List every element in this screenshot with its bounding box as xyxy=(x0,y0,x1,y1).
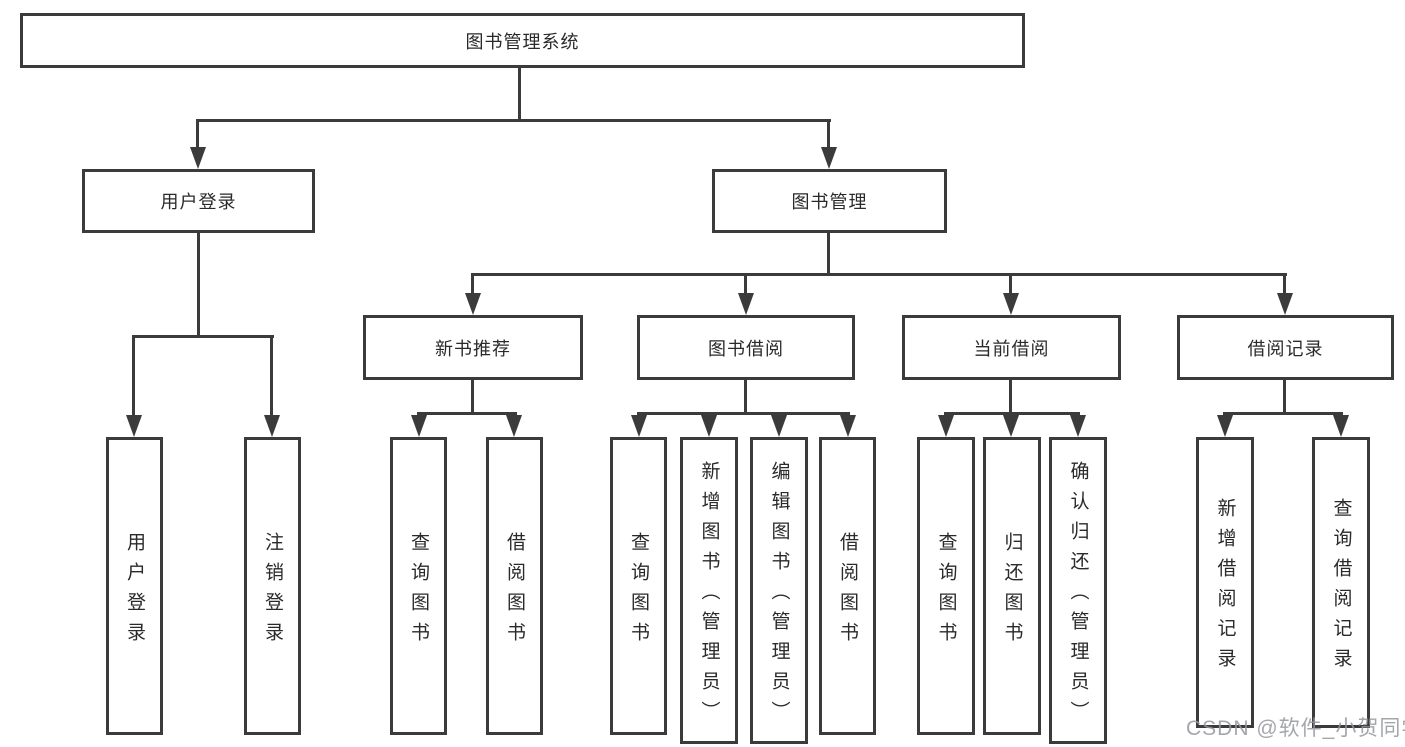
node-current-borrow: 当前借阅 xyxy=(902,315,1121,380)
arrowhead-current-borrow xyxy=(1003,293,1019,315)
arrowhead-leaf xyxy=(701,415,717,437)
connector-root-branch xyxy=(197,119,831,122)
leaf-borrow-books: 借阅图书 xyxy=(819,437,876,735)
node-label: 当前借阅 xyxy=(973,338,1050,359)
node-label: 图书借阅 xyxy=(708,338,784,359)
arrowhead-leaf-logout xyxy=(264,415,280,437)
arrowhead-user-login xyxy=(190,147,206,169)
csdn-watermark: CSDN @软件_小贺同学 xyxy=(1186,717,1405,740)
leaf-label: 新增图书（管理员） xyxy=(698,461,720,731)
connector-current-borrow-stem xyxy=(1009,380,1012,412)
arrowhead-book-management xyxy=(821,147,837,169)
leaf-label: 归还图书 xyxy=(1001,531,1023,652)
leaf-label: 查询图书 xyxy=(935,531,957,652)
connector-new-book-branch xyxy=(417,412,517,415)
node-label: 借阅记录 xyxy=(1247,338,1324,359)
connector-borrow-records-stem xyxy=(1283,380,1286,412)
arrowhead-leaf xyxy=(771,415,787,437)
leaf-label: 查询图书 xyxy=(628,531,649,652)
node-borrow-records: 借阅记录 xyxy=(1177,315,1394,380)
leaf-confirm-return-admin: 确认归还（管理员） xyxy=(1049,437,1107,744)
arrowhead-leaf xyxy=(411,415,427,437)
leaf-label: 借阅图书 xyxy=(837,531,858,652)
arrowhead-leaf xyxy=(1070,415,1086,437)
connector-user-login-stem xyxy=(197,233,200,335)
leaf-label: 查询借阅记录 xyxy=(1330,498,1352,678)
arrowhead-new-book xyxy=(465,293,481,315)
leaf-label: 确认归还（管理员） xyxy=(1067,461,1089,731)
leaf-user-login: 用户登录 xyxy=(106,437,163,735)
leaf-label: 新增借阅记录 xyxy=(1214,498,1236,678)
arrowhead-borrow-records xyxy=(1277,293,1293,315)
leaf-logout-login: 注销登录 xyxy=(244,437,301,735)
connector-to-book-borrow xyxy=(744,273,747,295)
arrowhead-book-borrow xyxy=(738,293,754,315)
arrowhead-leaf xyxy=(1003,415,1019,437)
node-book-management: 图书管理 xyxy=(712,169,947,233)
leaf-edit-books-admin: 编辑图书（管理员） xyxy=(750,437,808,744)
leaf-query-books-current: 查询图书 xyxy=(917,437,975,735)
leaf-return-books: 归还图书 xyxy=(983,437,1041,735)
connector-to-borrow-records xyxy=(1283,273,1286,295)
connector-book-management-stem xyxy=(827,233,830,273)
connector-current-borrow-branch xyxy=(944,412,1080,415)
connector-to-user-login xyxy=(196,119,199,148)
connector-root-stem xyxy=(518,68,521,119)
connector-to-current-borrow xyxy=(1009,273,1012,295)
leaf-label: 借阅图书 xyxy=(504,531,525,652)
leaf-add-borrow-record: 新增借阅记录 xyxy=(1196,437,1254,728)
node-new-book-recommend: 新书推荐 xyxy=(363,315,583,380)
connector-book-management-branch xyxy=(471,273,1287,276)
connector-to-new-book xyxy=(471,273,474,295)
arrowhead-leaf xyxy=(1217,415,1233,437)
arrowhead-leaf-user-login xyxy=(126,415,142,437)
arrowhead-leaf xyxy=(1333,415,1349,437)
connector-to-leaf-user-login xyxy=(132,335,135,415)
connector-to-leaf-logout xyxy=(270,335,273,415)
node-label: 图书管理系统 xyxy=(465,31,580,52)
node-user-login: 用户登录 xyxy=(82,169,315,233)
leaf-borrow-books-recommend: 借阅图书 xyxy=(486,437,543,735)
connector-to-book-management xyxy=(827,119,830,148)
node-book-borrow: 图书借阅 xyxy=(637,315,855,380)
node-label: 图书管理 xyxy=(791,192,868,212)
connector-new-book-stem xyxy=(471,380,474,412)
connector-borrow-records-branch xyxy=(1223,412,1343,415)
arrowhead-leaf xyxy=(506,415,522,437)
node-label: 用户登录 xyxy=(160,192,237,212)
connector-book-borrow-branch xyxy=(637,412,850,415)
arrowhead-leaf xyxy=(938,415,954,437)
leaf-label: 用户登录 xyxy=(124,531,145,652)
leaf-query-books-recommend: 查询图书 xyxy=(390,437,447,735)
arrowhead-leaf xyxy=(631,415,647,437)
leaf-query-borrow-record: 查询借阅记录 xyxy=(1312,437,1370,728)
leaf-label: 注销登录 xyxy=(262,531,283,652)
leaf-add-books-admin: 新增图书（管理员） xyxy=(680,437,738,744)
leaf-query-books-borrow: 查询图书 xyxy=(610,437,667,735)
connector-book-borrow-stem xyxy=(744,380,747,412)
leaf-label: 查询图书 xyxy=(408,531,429,652)
node-label: 新书推荐 xyxy=(435,338,511,359)
connector-user-login-branch xyxy=(132,335,274,338)
leaf-label: 编辑图书（管理员） xyxy=(768,461,790,731)
node-library-management-system: 图书管理系统 xyxy=(20,13,1025,68)
arrowhead-leaf xyxy=(840,415,856,437)
